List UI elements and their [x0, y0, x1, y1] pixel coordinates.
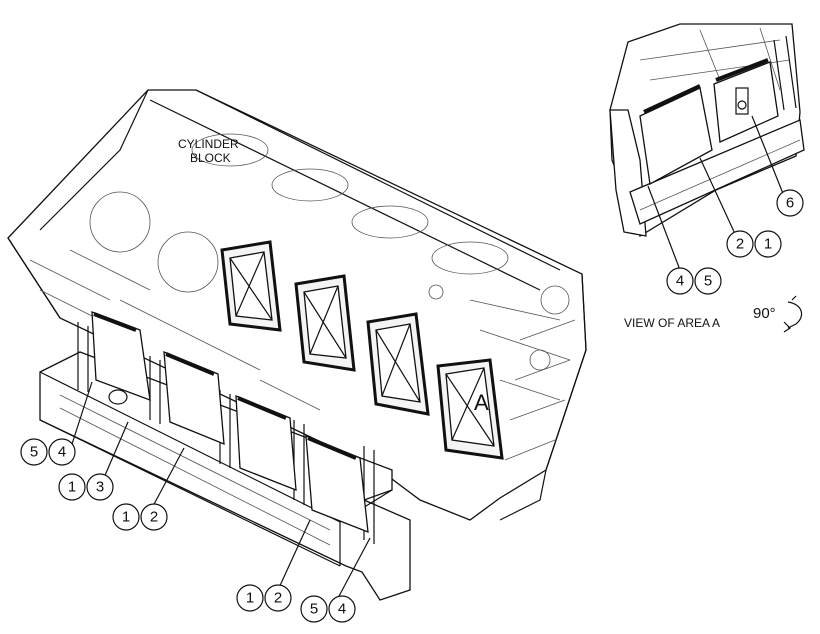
- svg-text:5: 5: [704, 273, 712, 290]
- callout-bottom-a: 1 2: [236, 584, 292, 612]
- callout-left-c: 1 2: [112, 503, 168, 531]
- rotation-arrow-icon: [783, 295, 803, 333]
- svg-text:4: 4: [338, 601, 346, 618]
- svg-text:5: 5: [310, 601, 318, 618]
- callout-left-b: 1 3: [58, 473, 114, 501]
- inspection-cover-openings: [220, 240, 504, 460]
- svg-text:4: 4: [58, 444, 66, 461]
- svg-text:1: 1: [122, 509, 130, 526]
- svg-text:4: 4: [676, 273, 684, 290]
- cylinder-block-label-line2: BLOCK: [190, 151, 231, 165]
- svg-text:2: 2: [150, 509, 158, 526]
- svg-text:2: 2: [274, 590, 282, 607]
- callout-left-a: 5 4: [20, 438, 76, 466]
- svg-text:5: 5: [30, 444, 38, 461]
- svg-text:2: 2: [736, 236, 744, 253]
- side-cover-plates: [91, 311, 369, 533]
- leader-lines: [71, 115, 785, 599]
- svg-text:1: 1: [764, 236, 772, 253]
- svg-text:1: 1: [246, 590, 254, 607]
- svg-text:1: 1: [68, 479, 76, 496]
- cylinder-block-illustration: [7, 89, 587, 601]
- callout-detail-b: 2 1: [726, 230, 782, 258]
- svg-text:6: 6: [786, 195, 794, 212]
- svg-text:3: 3: [96, 479, 104, 496]
- cylinder-block-label-line1: CYLINDER: [178, 137, 239, 151]
- view-caption: VIEW OF AREA A: [624, 316, 720, 330]
- callout-detail-a: 6: [776, 189, 804, 217]
- area-a-marker: A: [474, 390, 489, 415]
- callout-bottom-b: 5 4: [300, 595, 356, 623]
- callout-detail-c: 4 5: [666, 267, 722, 295]
- detail-view-illustration: [609, 23, 805, 237]
- rotation-label: 90°: [753, 305, 776, 322]
